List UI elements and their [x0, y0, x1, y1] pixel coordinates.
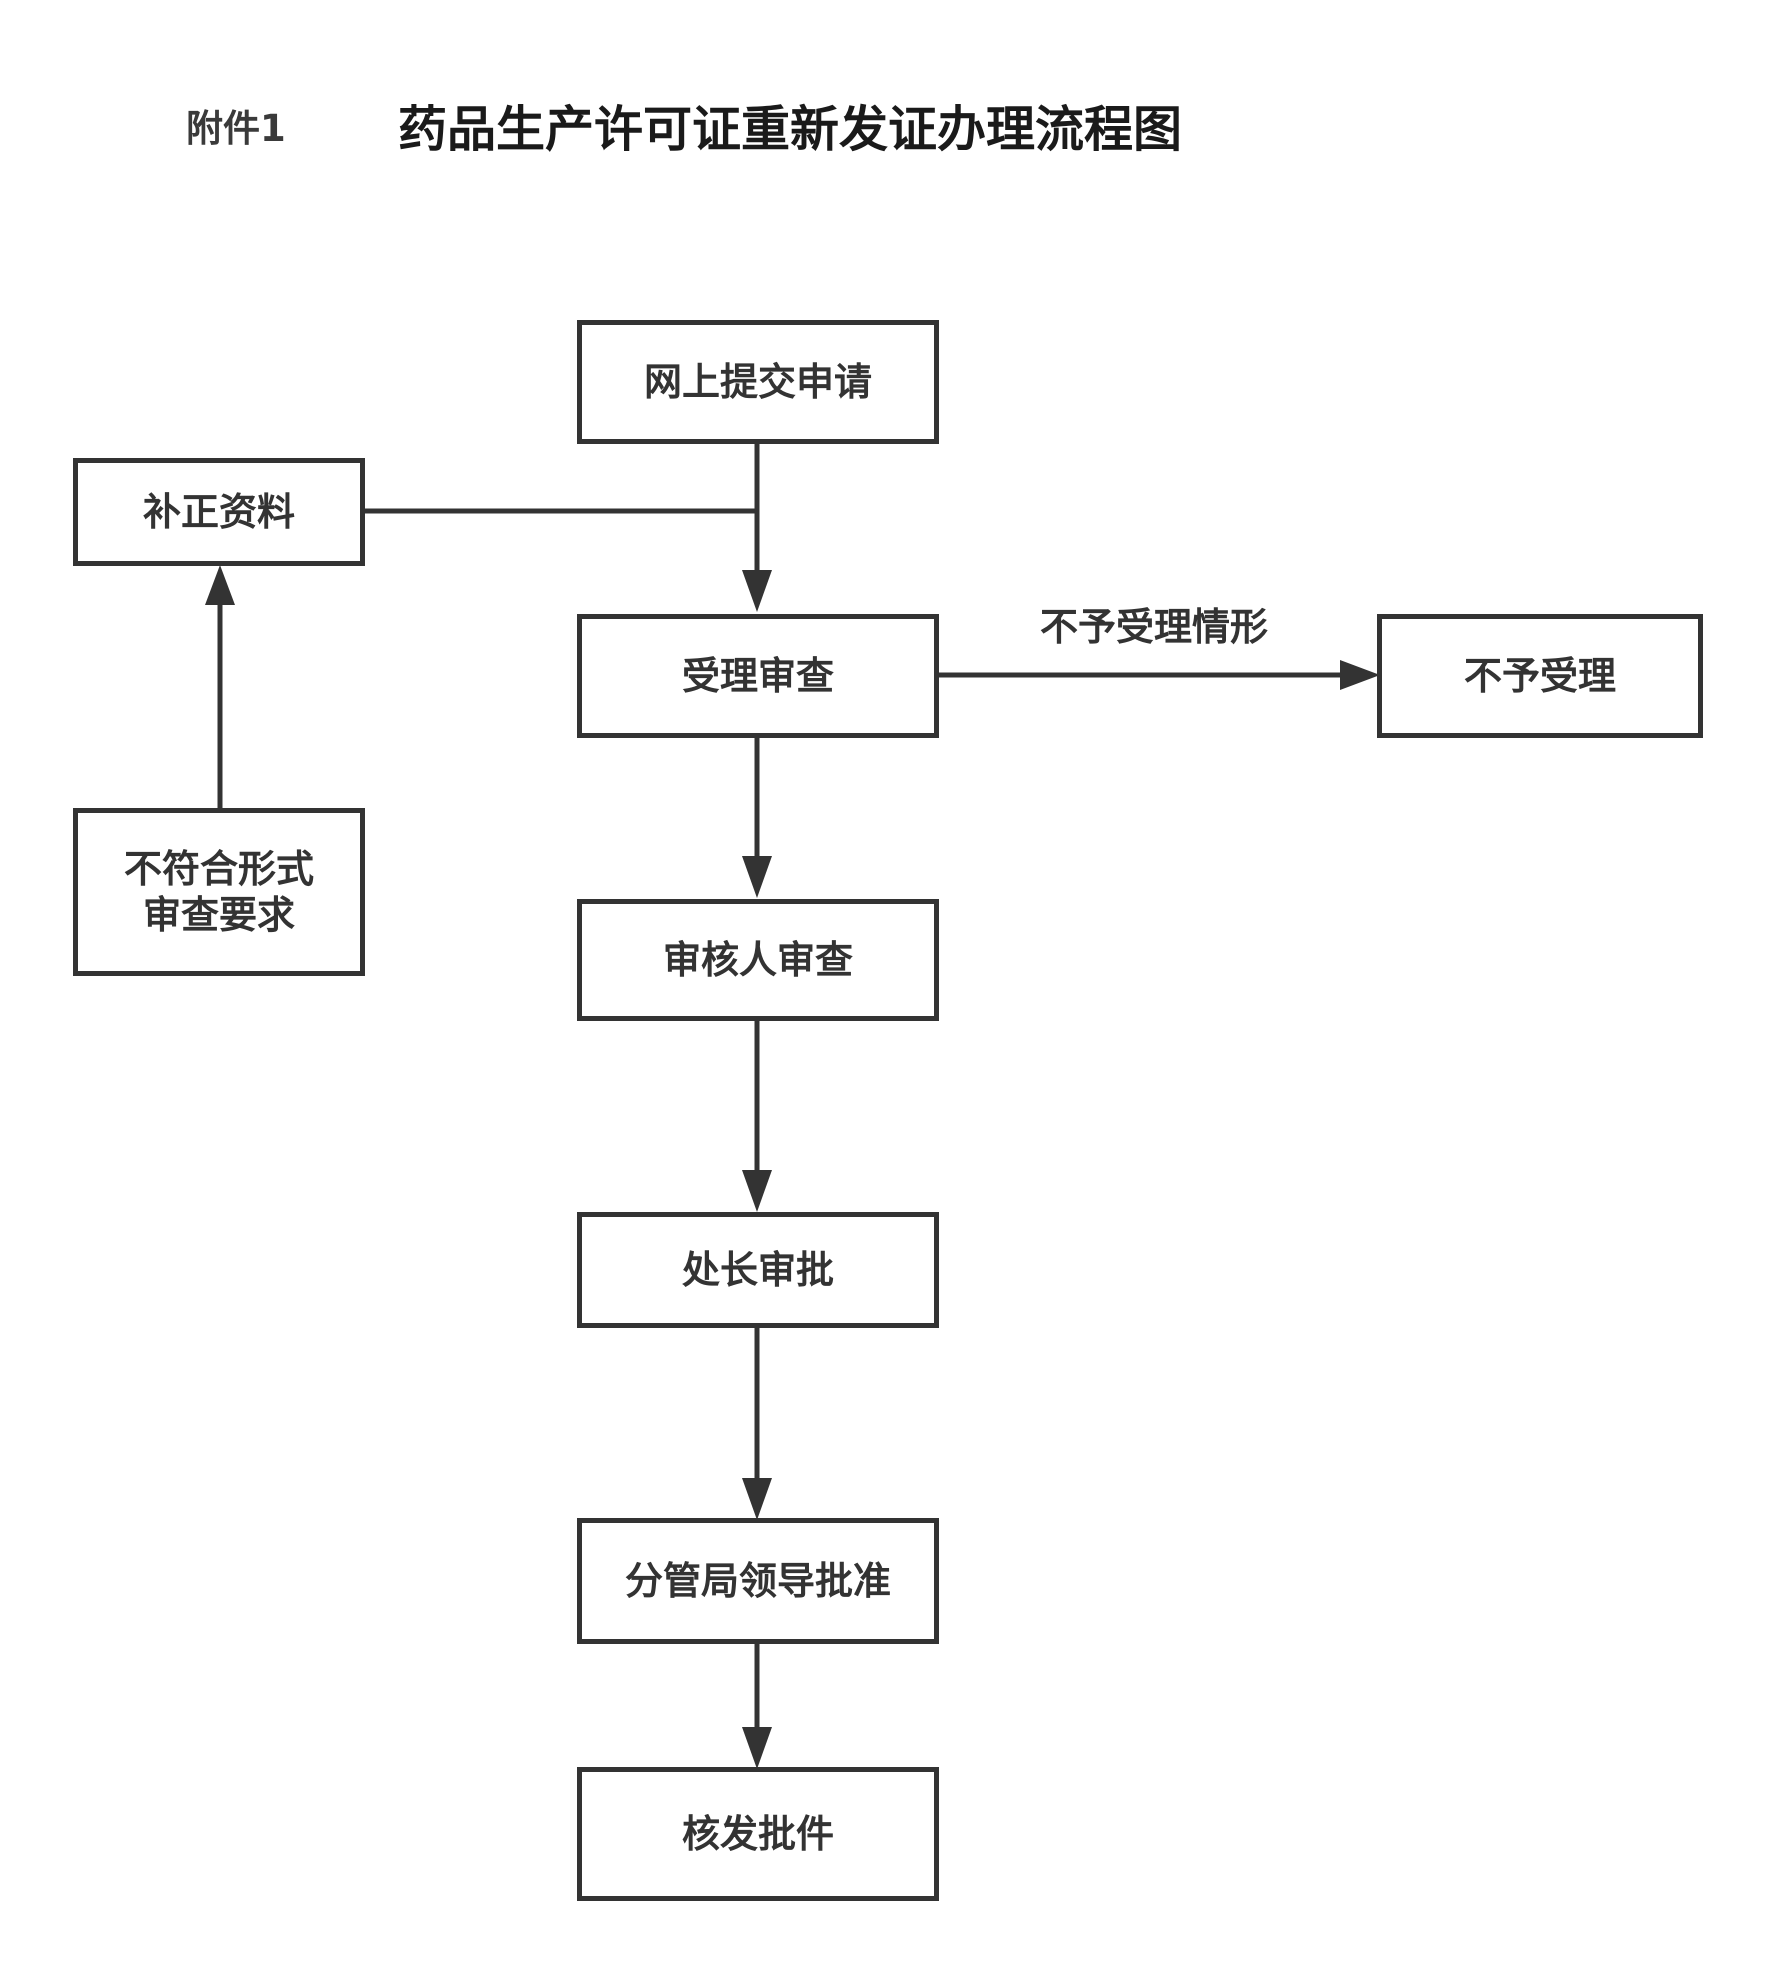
arrowhead-leader	[742, 1478, 772, 1520]
arrowhead-director	[742, 1170, 772, 1212]
arrowhead-correction	[205, 565, 235, 605]
node-director-approval: 处长审批	[577, 1212, 939, 1328]
node-nonconforming: 不符合形式 审查要求	[73, 808, 365, 976]
node-reviewer-review: 审核人审查	[577, 899, 939, 1021]
arrowhead-not-accepted	[1340, 660, 1380, 690]
node-not-accepted: 不予受理	[1377, 614, 1703, 738]
node-correction-materials: 补正资料	[73, 458, 365, 566]
node-leader-approval: 分管局领导批准	[577, 1518, 939, 1644]
node-submit-application: 网上提交申请	[577, 320, 939, 444]
node-acceptance-review: 受理审查	[577, 614, 939, 738]
page-title: 药品生产许可证重新发证办理流程图	[398, 101, 1183, 158]
arrowhead-issue	[742, 1727, 772, 1769]
arrowhead-acceptance	[742, 570, 772, 612]
annex-label: 附件1	[186, 107, 286, 150]
node-issue-document: 核发批件	[577, 1767, 939, 1901]
arrowhead-reviewer	[742, 856, 772, 898]
edge-label-not-accepted-cases: 不予受理情形	[1040, 605, 1269, 649]
